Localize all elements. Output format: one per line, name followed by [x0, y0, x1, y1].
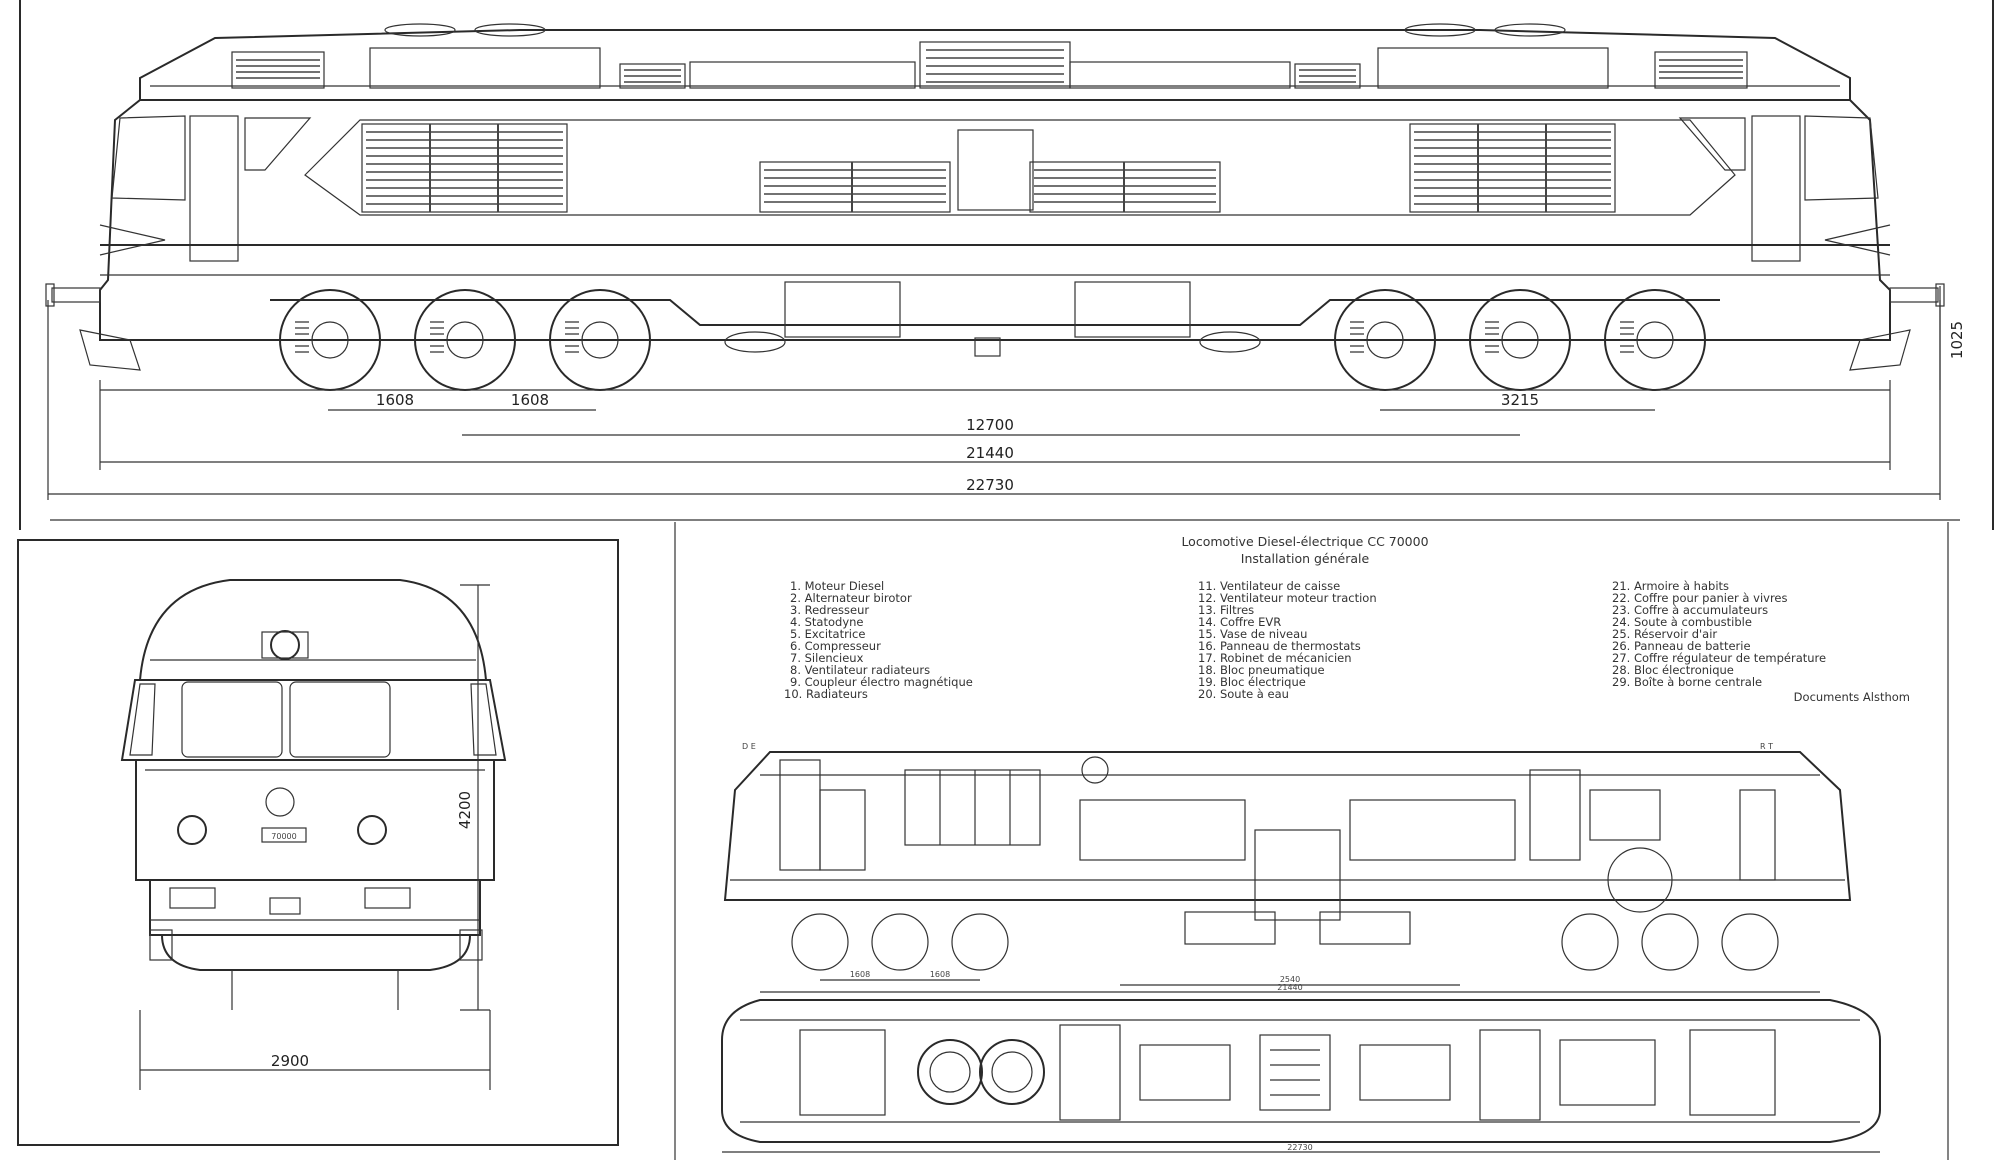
internal-arrangement-plan: 22730: [721, 999, 1881, 1153]
front-dim-height: 4200: [456, 791, 474, 829]
legend-item: 29. Boîte à borne centrale: [1612, 675, 1762, 689]
dim-bogie-span: 3215: [1501, 391, 1539, 409]
legend-col-3: 21. Armoire à habits 22. Coffre pour pan…: [1612, 579, 1826, 689]
underframe: [270, 299, 1720, 326]
front-dim-width: 2900: [271, 1052, 309, 1070]
dim-axle-spacing-2: 1608: [511, 391, 549, 409]
roof-outline: [139, 29, 1851, 101]
legend-item: 10. Radiateurs: [784, 687, 868, 701]
ga-dim-b: 1608: [930, 970, 950, 979]
dim-axle-spacing-1: 1608: [376, 391, 414, 409]
legend-item: 11. Ventilateur de caisse: [1198, 579, 1340, 593]
internal-arrangement-side: D E R T 1608 1608: [723, 742, 1852, 993]
legend-item: 13. Filtres: [1198, 603, 1254, 617]
legend-item: 23. Coffre à accumulateurs: [1612, 603, 1768, 617]
legend-item: 2. Alternateur birotor: [790, 591, 912, 605]
legend-item: 19. Bloc électrique: [1198, 675, 1306, 689]
legend-item: 18. Bloc pneumatique: [1198, 663, 1325, 677]
legend-item: 24. Soute à combustible: [1612, 615, 1752, 629]
ga-dim-d: 21440: [1277, 983, 1302, 992]
legend-col-2: 11. Ventilateur de caisse 12. Ventilateu…: [1198, 579, 1377, 701]
ga-dim-c: 2540: [1280, 975, 1300, 984]
arrangement-title: Locomotive Diesel-électrique CC 70000: [1181, 534, 1428, 549]
legend-item: 28. Bloc électronique: [1612, 663, 1734, 677]
front-roof: [139, 579, 487, 681]
sheet-frame: [17, 0, 1994, 1160]
legend-item: 7. Silencieux: [790, 651, 864, 665]
ga-dim-e: 22730: [1287, 1143, 1312, 1152]
general-arrangement-legend: Locomotive Diesel-électrique CC 70000 In…: [784, 534, 1910, 704]
legend-item: 5. Excitatrice: [790, 627, 865, 641]
dim-bogie-centres: 12700: [966, 416, 1014, 434]
legend-item: 9. Coupleur électro magnétique: [790, 675, 973, 689]
front-view: 70000 2900 4200: [120, 579, 507, 1090]
legend-item: 21. Armoire à habits: [1612, 579, 1729, 593]
legend-item: 25. Réservoir d'air: [1612, 627, 1717, 641]
side-elevation: 1608 1608 3215 12700 21440 22730 1025: [45, 23, 1966, 500]
legend-item: 26. Panneau de batterie: [1612, 639, 1751, 653]
legend-item: 22. Coffre pour panier à vivres: [1612, 591, 1788, 605]
legend-item: 15. Vase de niveau: [1198, 627, 1307, 641]
legend-item: 1. Moteur Diesel: [790, 579, 884, 593]
legend-item: 4. Statodyne: [790, 615, 864, 629]
legend-item: 12. Ventilateur moteur traction: [1198, 591, 1377, 605]
dim-buffer-height: 1025: [1948, 321, 1966, 359]
legend-item: 27. Coffre régulateur de température: [1612, 651, 1826, 665]
legend-item: 3. Redresseur: [790, 603, 869, 617]
dim-length-overall: 22730: [966, 476, 1014, 494]
legend-item: 6. Compresseur: [790, 639, 881, 653]
dim-length-body: 21440: [966, 444, 1014, 462]
end-label-left: D E: [742, 742, 756, 751]
legend-item: 17. Robinet de mécanicien: [1198, 651, 1352, 665]
legend-item: 16. Panneau de thermostats: [1198, 639, 1361, 653]
side-dimension-lines: [47, 286, 1941, 500]
arrangement-subtitle: Installation générale: [1241, 551, 1370, 566]
arrangement-credit: Documents Alsthom: [1794, 690, 1910, 704]
ga-dim-a: 1608: [850, 970, 870, 979]
legend-item: 8. Ventilateur radiateurs: [790, 663, 930, 677]
end-label-right: R T: [1760, 742, 1773, 751]
legend-col-1: 1. Moteur Diesel 2. Alternateur birotor …: [784, 579, 973, 701]
front-number-plate: 70000: [271, 832, 296, 841]
legend-item: 14. Coffre EVR: [1198, 615, 1281, 629]
legend-item: 20. Soute à eau: [1198, 687, 1289, 701]
